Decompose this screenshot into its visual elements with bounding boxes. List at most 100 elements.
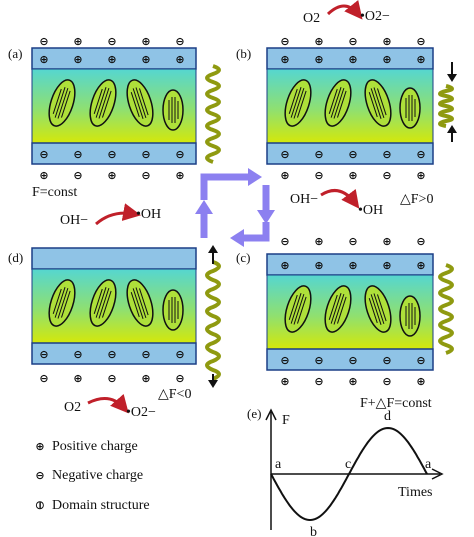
charge-symbol: ⊖	[314, 354, 323, 367]
charge-symbol: ⊖	[416, 235, 425, 248]
legend-label: Domain structure	[52, 498, 150, 513]
domain-structure	[399, 295, 421, 337]
charge-symbol: ⊖	[314, 169, 323, 182]
panel-d-bottom-charges: ⊖ ⊕ ⊖ ⊕ ⊖	[39, 372, 184, 385]
charge-symbol: ⊖	[107, 148, 116, 161]
product-label: •OH	[358, 203, 383, 218]
charge-symbol: ⊕	[280, 169, 289, 182]
legend-label: Positive charge	[52, 439, 138, 454]
y-axis-label: F	[282, 413, 290, 428]
arrowhead-icon	[248, 168, 262, 186]
stretch-arrow-down-icon	[208, 374, 218, 388]
legend-symbol: ⊖	[35, 469, 44, 482]
panel-c-bottom-charges: ⊕ ⊖ ⊕ ⊖ ⊕	[280, 375, 425, 388]
charge-symbol: ⊕	[175, 53, 184, 66]
domain-structure	[126, 79, 154, 127]
charge-symbol: ⊕	[73, 372, 82, 385]
charge-symbol: ⊕	[107, 53, 116, 66]
charge-symbol: ⊕	[73, 35, 82, 48]
charge-symbol: ⊖	[348, 235, 357, 248]
charge-symbol: ⊖	[39, 372, 48, 385]
panel-b-bottom-charges: ⊕ ⊖ ⊕ ⊖ ⊕	[280, 169, 425, 182]
charge-symbol: ⊕	[107, 169, 116, 182]
charge-symbol: ⊖	[175, 148, 184, 161]
panel-c-top-charges: ⊖ ⊕ ⊖ ⊕ ⊖	[280, 235, 425, 248]
cycle-arrowheads	[195, 168, 275, 247]
curve-point-label: b	[310, 525, 317, 537]
product-label: •OH	[136, 207, 161, 222]
panel-a-bottom-charges: ⊕ ⊖ ⊕ ⊖ ⊕	[39, 169, 184, 182]
graph-label: (e)	[247, 406, 261, 421]
compress-arrow-down-icon	[447, 62, 457, 82]
charge-symbol: ⊖	[348, 35, 357, 48]
product-label: •O2−	[126, 405, 156, 420]
charge-symbol: ⊖	[314, 375, 323, 388]
panel-caption: △F>0	[400, 192, 433, 207]
legend-symbol: ⊕	[35, 440, 44, 453]
panel-c-band-top-charges: ⊕ ⊕ ⊕ ⊕ ⊕	[280, 259, 425, 272]
panel-c-band-bottom-charges: ⊖ ⊖ ⊖ ⊖ ⊖	[280, 354, 425, 367]
reaction-b-mid: OH− •OH	[290, 188, 383, 218]
charge-symbol: ⊕	[280, 53, 289, 66]
charge-symbol: ⊖	[73, 148, 82, 161]
reactant-label: OH−	[290, 192, 318, 207]
arrowhead-icon	[257, 210, 275, 224]
charge-symbol: ⊕	[416, 375, 425, 388]
charge-symbol: ⊕	[314, 259, 323, 272]
panel-b-band-bottom-charges: ⊖ ⊖ ⊖ ⊖ ⊖	[280, 148, 425, 161]
panel-a-domains	[48, 79, 184, 131]
cycle-arrow-icon	[200, 173, 250, 200]
spring-icon	[438, 263, 454, 355]
domain-structure	[324, 285, 352, 333]
arrowhead-icon	[195, 200, 213, 214]
domain-structure	[89, 79, 117, 127]
panel-label: (a)	[8, 46, 22, 61]
stretch-arrow-up-icon	[208, 245, 218, 264]
charge-symbol: ⊖	[280, 354, 289, 367]
y-axis-arrow-icon	[265, 408, 277, 421]
product-label: •O2−	[360, 9, 390, 24]
electrode-band	[31, 247, 197, 270]
charge-symbol: ⊕	[141, 372, 150, 385]
domain-structure	[324, 79, 352, 127]
charge-symbol: ⊕	[416, 259, 425, 272]
panel-caption: △F<0	[158, 387, 191, 402]
panel-label: (b)	[236, 46, 251, 61]
reactant-label: O2	[303, 11, 320, 26]
domain-structure	[126, 279, 154, 327]
charge-symbol: ⊕	[382, 235, 391, 248]
force-curve	[270, 426, 428, 522]
charge-symbol: ⊖	[73, 348, 82, 361]
reaction-d-bottom: O2 •O2−	[64, 393, 156, 420]
charge-symbol: ⊖	[175, 35, 184, 48]
charge-symbol: ⊕	[280, 259, 289, 272]
charge-symbol: ⊖	[39, 348, 48, 361]
legend-symbol: ⦶	[35, 499, 44, 512]
domain-structure	[364, 79, 392, 127]
charge-symbol: ⊖	[314, 148, 323, 161]
cycle-arrows	[200, 173, 270, 242]
panel-a-band-bottom-charges: ⊖ ⊖ ⊖ ⊖ ⊖	[39, 148, 184, 161]
charge-symbol: ⊕	[314, 35, 323, 48]
charge-symbol: ⊕	[73, 53, 82, 66]
domain-structure	[162, 89, 184, 131]
panel-d-domains	[48, 279, 184, 331]
panel-b: (b) ⊖ ⊕ ⊖ ⊕ ⊖ ⊕ ⊕ ⊕ ⊕ ⊕	[236, 35, 457, 207]
reaction-arrow-icon	[95, 203, 142, 226]
panel-caption: F+△F=const	[360, 396, 432, 411]
charge-symbol: ⊖	[107, 348, 116, 361]
spring-icon	[438, 84, 454, 128]
panel-c-domains	[284, 285, 421, 337]
charge-symbol: ⊖	[280, 148, 289, 161]
panel-d-band-bottom-charges: ⊖ ⊖ ⊖ ⊖ ⊖	[39, 348, 184, 361]
domain-structure	[399, 87, 421, 129]
panel-c: (c) ⊖ ⊕ ⊖ ⊕ ⊖ ⊕ ⊕ ⊕ ⊕ ⊕	[236, 235, 454, 411]
charge-symbol: ⊕	[314, 235, 323, 248]
charge-symbol: ⊖	[39, 35, 48, 48]
charge-symbol: ⊕	[348, 169, 357, 182]
electrode-band	[266, 142, 434, 165]
charge-symbol: ⊕	[141, 35, 150, 48]
arrowhead-icon	[230, 229, 244, 247]
curve-point-label: a	[275, 457, 282, 472]
